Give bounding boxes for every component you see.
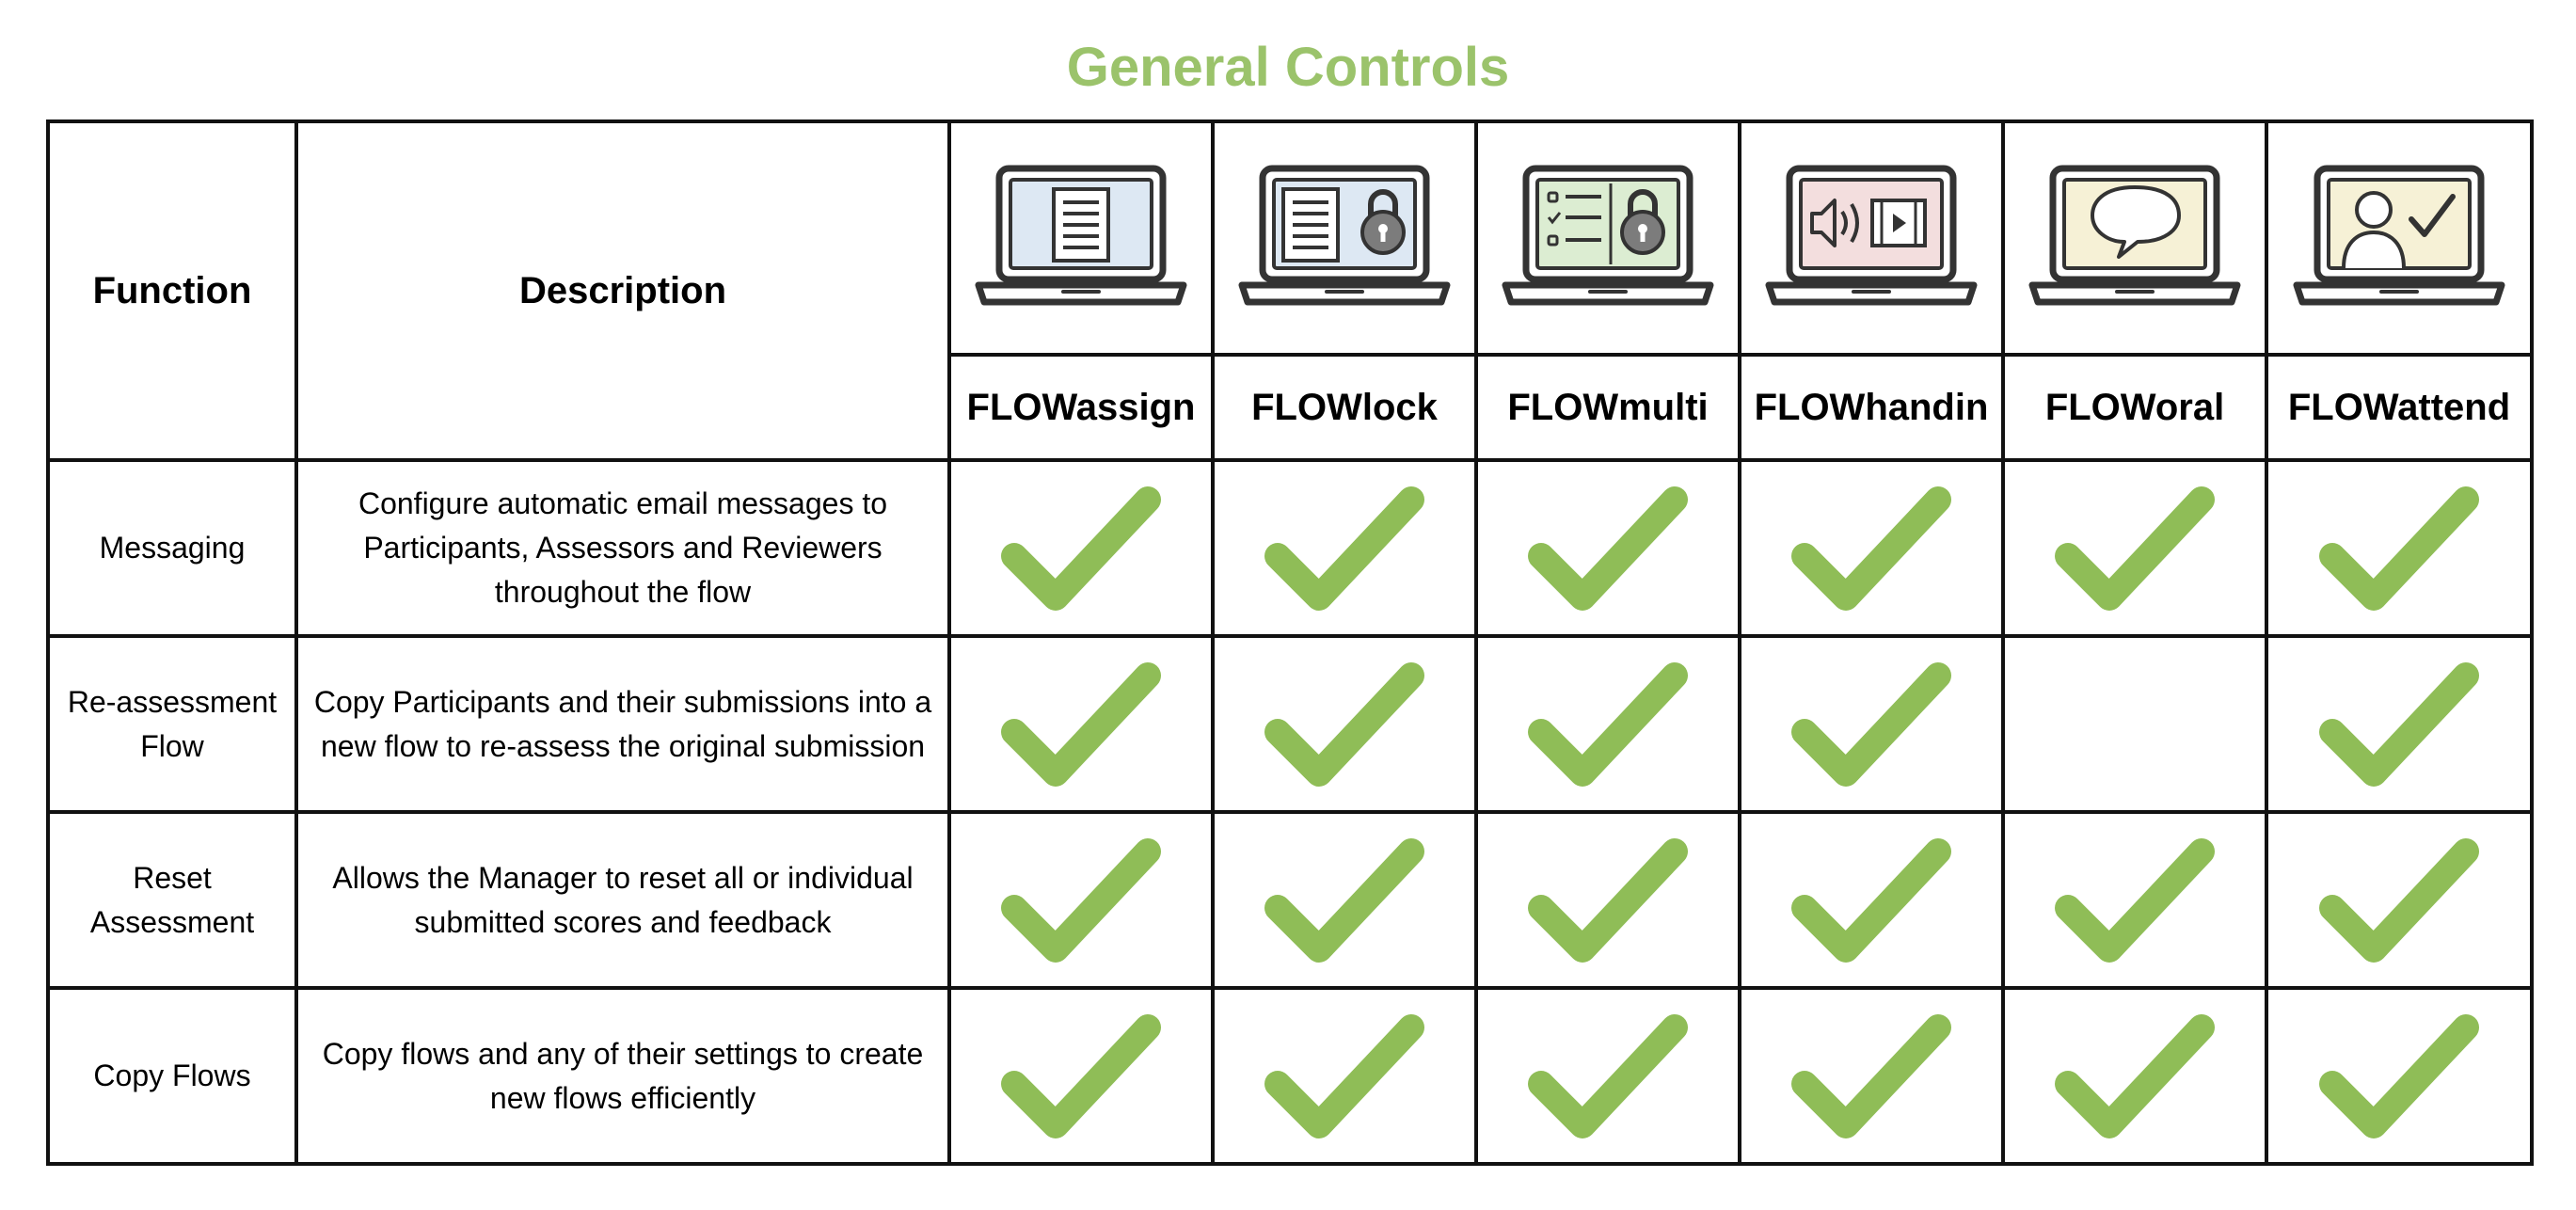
product-icon-cell xyxy=(1474,119,1741,357)
support-cell xyxy=(2265,458,2534,638)
page-title: General Controls xyxy=(1066,37,1510,98)
function-header: Function xyxy=(46,119,298,462)
checkmark-icon xyxy=(1264,837,1424,963)
description-cell: Copy flows and any of their settings to … xyxy=(294,986,951,1166)
checkmark-icon xyxy=(2319,486,2479,611)
description-cell: Configure automatic email messages to Pa… xyxy=(294,458,951,638)
support-cell xyxy=(2265,810,2534,990)
controls-table: Function Description FLOWassign FLOWlock… xyxy=(46,119,2534,1166)
function-cell: Copy Flows xyxy=(46,986,298,1166)
checkmark-icon xyxy=(1528,486,1688,611)
support-cell xyxy=(1738,810,2005,990)
checkmark-icon xyxy=(2319,837,2479,963)
support-cell xyxy=(1474,458,1741,638)
description-header-label: Description xyxy=(518,269,727,311)
support-cell xyxy=(1211,810,1478,990)
product-name-cell: FLOWattend xyxy=(2265,353,2534,462)
checkmark-icon xyxy=(1264,486,1424,611)
checkmark-icon xyxy=(1791,837,1951,963)
function-cell: Reset Assessment xyxy=(46,810,298,990)
checkmark-icon xyxy=(1791,486,1951,611)
product-icon-cell xyxy=(1738,119,2005,357)
support-cell xyxy=(1474,634,1741,814)
checkmark-icon xyxy=(1001,661,1161,787)
product-icon-cell xyxy=(947,119,1215,357)
checkmark-icon xyxy=(1528,661,1688,787)
checkmark-icon xyxy=(2319,1013,2479,1138)
support-cell xyxy=(1738,986,2005,1166)
description-cell: Allows the Manager to reset all or indiv… xyxy=(294,810,951,990)
support-cell xyxy=(2001,458,2268,638)
description-header: Description xyxy=(294,119,951,462)
table-row: Re-assessment Flow Copy Participants and… xyxy=(46,634,2534,814)
product-icon-cell xyxy=(1211,119,1478,357)
checkmark-icon xyxy=(2055,1013,2215,1138)
table-row: Messaging Configure automatic email mess… xyxy=(46,458,2534,638)
support-cell xyxy=(1474,986,1741,1166)
product-name-floworal: FLOWoral xyxy=(2044,386,2225,428)
checkmark-icon xyxy=(1001,837,1161,963)
support-cell xyxy=(947,986,1215,1166)
product-name-cell: FLOWassign xyxy=(947,353,1215,462)
support-cell xyxy=(1211,986,1478,1166)
checkmark-icon xyxy=(2055,837,2215,963)
support-cell xyxy=(2001,986,2268,1166)
checkmark-icon xyxy=(1264,1013,1424,1138)
product-name-flowhandin: FLOWhandin xyxy=(1754,386,1989,428)
support-cell xyxy=(1211,634,1478,814)
checkmark-icon xyxy=(1001,1013,1161,1138)
support-cell xyxy=(947,458,1215,638)
function-header-label: Function xyxy=(92,269,252,311)
support-cell xyxy=(2001,634,2268,814)
product-name-cell: FLOWmulti xyxy=(1474,353,1741,462)
laptop-document-lock-icon xyxy=(1215,161,1474,316)
support-cell xyxy=(1211,458,1478,638)
support-cell xyxy=(2265,986,2534,1166)
support-cell xyxy=(1738,458,2005,638)
product-name-flowattend: FLOWattend xyxy=(2287,386,2511,428)
laptop-document-icon xyxy=(951,161,1211,316)
support-cell xyxy=(2265,634,2534,814)
support-cell xyxy=(947,634,1215,814)
checkmark-icon xyxy=(1791,1013,1951,1138)
laptop-checklist-lock-icon xyxy=(1478,161,1738,316)
checkmark-icon xyxy=(1528,1013,1688,1138)
laptop-audio-video-icon xyxy=(1741,161,2001,316)
product-name-cell: FLOWlock xyxy=(1211,353,1478,462)
product-name-flowlock: FLOWlock xyxy=(1251,386,1438,428)
support-cell xyxy=(2001,810,2268,990)
table-row: Copy Flows Copy flows and any of their s… xyxy=(46,986,2534,1166)
laptop-speech-bubble-icon xyxy=(2005,161,2265,316)
product-name-flowassign: FLOWassign xyxy=(966,386,1196,428)
table-row: Reset Assessment Allows the Manager to r… xyxy=(46,810,2534,990)
checkmark-icon xyxy=(1001,486,1161,611)
product-icon-cell xyxy=(2001,119,2268,357)
support-cell xyxy=(947,810,1215,990)
checkmark-icon xyxy=(1791,661,1951,787)
description-cell: Copy Participants and their submissions … xyxy=(294,634,951,814)
checkmark-icon xyxy=(1264,661,1424,787)
product-name-cell: FLOWoral xyxy=(2001,353,2268,462)
laptop-person-check-icon xyxy=(2268,161,2530,316)
checkmark-icon xyxy=(2319,661,2479,787)
checkmark-icon xyxy=(2055,486,2215,611)
support-cell xyxy=(1738,634,2005,814)
product-name-cell: FLOWhandin xyxy=(1738,353,2005,462)
support-cell xyxy=(1474,810,1741,990)
product-icon-cell xyxy=(2265,119,2534,357)
product-name-flowmulti: FLOWmulti xyxy=(1507,386,1709,428)
function-cell: Re-assessment Flow xyxy=(46,634,298,814)
checkmark-icon xyxy=(1528,837,1688,963)
function-cell: Messaging xyxy=(46,458,298,638)
